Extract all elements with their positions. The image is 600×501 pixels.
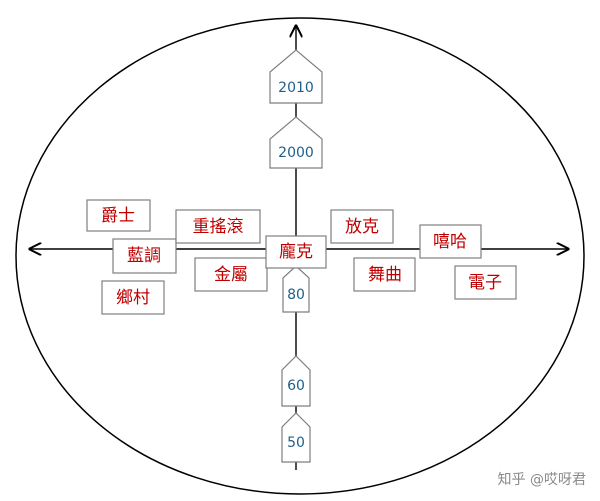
genre-label-metal: 金屬 bbox=[214, 265, 248, 285]
genre-box-hardrock: 重搖滾 bbox=[175, 209, 261, 244]
genre-label-country: 鄉村 bbox=[116, 288, 150, 308]
genre-label-jazz: 爵士 bbox=[101, 206, 135, 226]
genre-box-dance: 舞曲 bbox=[353, 257, 416, 292]
outer-ellipse bbox=[15, 17, 585, 495]
genre-label-punk: 龐克 bbox=[279, 242, 313, 262]
year-marker-50: 50 bbox=[281, 412, 311, 463]
year-marker-2010: 2010 bbox=[269, 49, 323, 104]
year-label-60: 60 bbox=[287, 378, 305, 394]
genre-label-electronic: 電子 bbox=[468, 273, 502, 293]
year-label-2000: 2000 bbox=[278, 145, 314, 161]
genre-label-funk: 放克 bbox=[345, 217, 379, 237]
genre-box-punk: 龐克 bbox=[265, 235, 327, 269]
year-label-2010: 2010 bbox=[278, 80, 314, 96]
genre-label-hardrock: 重搖滾 bbox=[193, 217, 244, 237]
year-label-80: 80 bbox=[287, 287, 305, 303]
genre-label-hiphop: 嘻哈 bbox=[433, 232, 467, 252]
genre-box-funk: 放克 bbox=[330, 209, 394, 244]
genre-box-hiphop: 嘻哈 bbox=[419, 224, 482, 259]
genre-box-electronic: 電子 bbox=[454, 265, 517, 300]
year-label-50: 50 bbox=[287, 435, 305, 451]
year-marker-2000: 2000 bbox=[269, 116, 323, 169]
genre-box-blues: 藍調 bbox=[112, 238, 177, 274]
watermark: 知乎 @哎呀君 bbox=[497, 472, 586, 488]
genre-box-metal: 金屬 bbox=[194, 257, 268, 292]
genre-label-blues: 藍調 bbox=[127, 246, 161, 266]
year-marker-80: 80 bbox=[282, 265, 310, 313]
genre-label-dance: 舞曲 bbox=[368, 265, 402, 285]
genre-box-country: 鄉村 bbox=[101, 280, 165, 315]
genre-box-jazz: 爵士 bbox=[86, 199, 151, 232]
year-marker-60: 60 bbox=[281, 355, 311, 407]
